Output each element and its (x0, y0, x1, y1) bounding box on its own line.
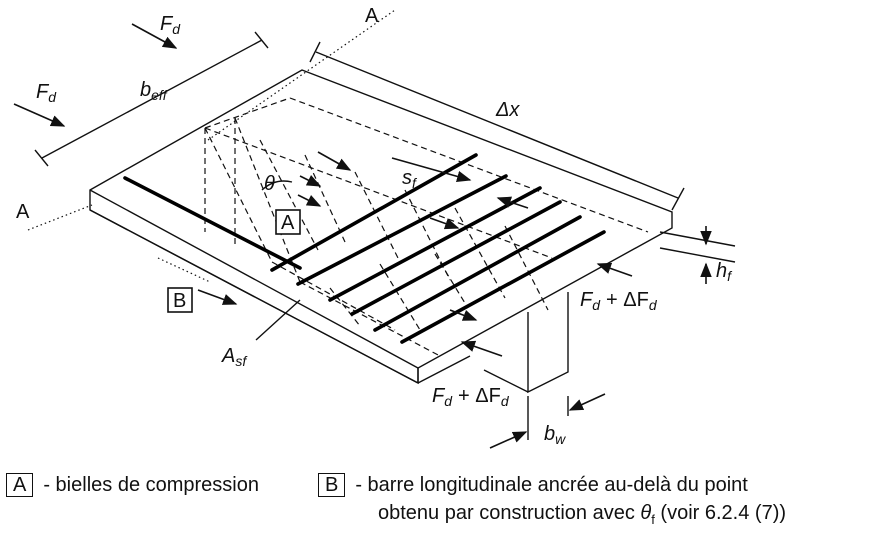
legend-b-text-line2b: (voir 6.2.4 (7)) (654, 502, 787, 524)
force-arrow-bottom (460, 340, 503, 357)
force-delta-label-right: Fd+ ΔFd (580, 289, 658, 313)
legend-b-tag: B (318, 473, 346, 497)
legend-b: B - barre longitudinale ancrée au-delà du… (318, 472, 748, 498)
legend-b-theta-sub: f (651, 512, 655, 527)
legend-a-tag: A (6, 473, 34, 497)
internal-dashed-lines (204, 97, 649, 357)
legend-a-text: - bielles de compression (43, 474, 259, 496)
delta-x-dimension (309, 41, 685, 211)
label-b: B (173, 290, 186, 312)
label-box-b (167, 287, 193, 313)
strut-arrows (297, 151, 478, 321)
theta-label: θ (264, 173, 275, 195)
legend-b-text-line2a: obtenu par construction avec (378, 502, 641, 524)
beff-label: beff (140, 79, 169, 103)
hf-label: hf (716, 260, 733, 284)
label-a: A (281, 212, 295, 234)
label-b-leader (157, 257, 211, 283)
asf-leader (255, 299, 301, 341)
hf-dimension (659, 226, 736, 284)
bw-dimension (489, 393, 606, 449)
flange-slab (89, 69, 673, 385)
bw-label: bw (544, 423, 566, 447)
legend-a: A - bielles de compression (6, 472, 259, 498)
beff-dimension (34, 31, 269, 167)
sf-label: sf (402, 167, 418, 191)
transverse-bars (270, 153, 606, 344)
section-label-left: A (16, 201, 30, 223)
asf-label: Asf (221, 345, 248, 369)
sf-spacing (391, 157, 529, 209)
legend-b-text-line1: - barre longitudinale ancrée au-delà du … (355, 474, 748, 496)
label-box-a (275, 209, 301, 235)
force-delta-label-bottom: Fd+ ΔFd (432, 385, 510, 409)
web (417, 292, 569, 394)
legend-b-theta: θ (640, 502, 652, 524)
theta-angle (261, 175, 322, 191)
force-arrow-left (13, 103, 66, 127)
force-arrow-right (596, 262, 633, 277)
label-b-arrow (197, 289, 238, 305)
longitudinal-bar (123, 176, 302, 270)
delta-x-label: Δx (495, 99, 520, 121)
force-arrow-top (131, 23, 178, 49)
legend-b-line2: obtenu par construction avec θf (voir 6.… (378, 500, 786, 533)
force-label-top: Fd (160, 13, 181, 37)
force-label-left: Fd (36, 81, 57, 105)
section-line-a-a (27, 9, 396, 231)
section-label-top: A (365, 5, 379, 27)
